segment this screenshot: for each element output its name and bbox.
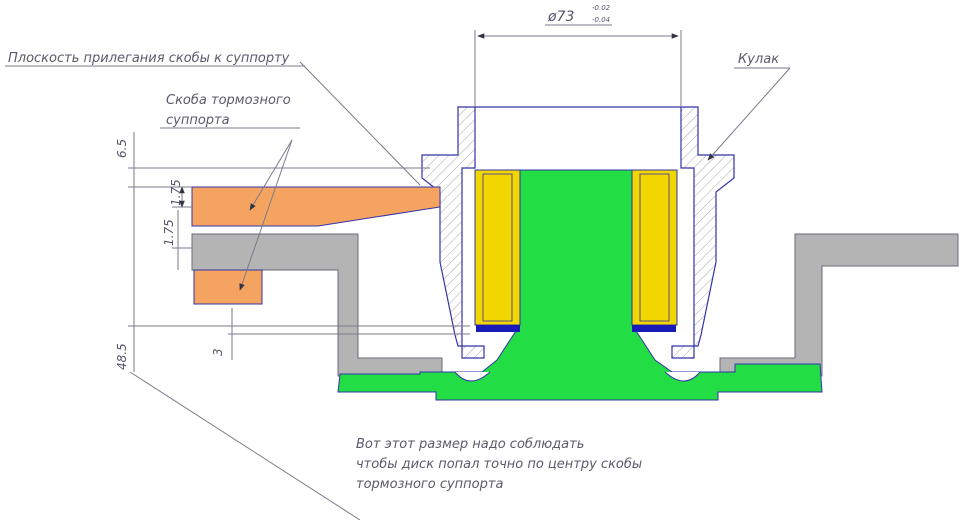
bearing-race-right bbox=[631, 169, 678, 332]
bore-diameter-dim: ø73 bbox=[547, 9, 574, 25]
bearing-race-left bbox=[474, 169, 521, 332]
dim-3: 3 bbox=[211, 348, 225, 356]
bore-tol-lower: -0.04 bbox=[592, 16, 610, 24]
dimension-lines bbox=[5, 24, 791, 520]
note-line3: тормозного суппорта bbox=[356, 477, 503, 492]
bracket-label-line1: Скоба тормозного bbox=[166, 93, 291, 108]
wheel-hub bbox=[337, 169, 823, 401]
bracket-label-line2: суппорта bbox=[166, 113, 230, 128]
note-line2: чтобы диск попал точно по центру скобы bbox=[356, 457, 642, 472]
dim-1-75-b: 1.75 bbox=[162, 219, 176, 246]
bore-tol-upper: -0.02 bbox=[592, 4, 611, 12]
knuckle-label: Кулак bbox=[738, 52, 779, 67]
note-line1: Вот этот размер надо соблюдать bbox=[356, 437, 584, 452]
caliper-bracket bbox=[191, 186, 441, 305]
dim-6-5: 6.5 bbox=[115, 139, 129, 158]
dim-1-75-a: 1.75 bbox=[169, 179, 183, 206]
dim-48-5: 48.5 bbox=[115, 343, 129, 370]
knuckle-section bbox=[421, 106, 735, 359]
caliper-plane-label: Плоскость прилегания скобы к суппорту bbox=[8, 51, 290, 66]
